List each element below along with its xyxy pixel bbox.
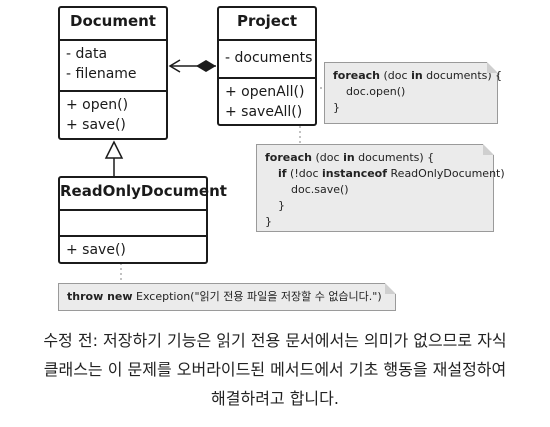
inheritance-triangle [104, 140, 124, 159]
document-methods: + open() + save() [60, 90, 166, 138]
note-saveall-line3: doc.save() [291, 183, 349, 196]
note-openall-line2: doc.open() [346, 85, 406, 98]
project-fields: - documents [219, 39, 315, 77]
readonly-document-class: ReadOnlyDocument + save() [58, 176, 227, 264]
caption-line-1: 수정 전: 저장하기 기능은 읽기 전용 문서에서는 의미가 없으므로 자식 [43, 331, 507, 350]
note-readonly-save: throw new Exception("읽기 전용 파일을 저장할 수 없습니… [58, 283, 396, 311]
note-openall-line3: } [333, 101, 340, 114]
readonly-class-name: ReadOnlyDocument [60, 182, 227, 200]
caption-line-3: 해결하려고 합니다. [211, 389, 339, 408]
document-fields: - data - filename [60, 39, 166, 90]
note-saveall-line1: foreach (doc in documents) { [265, 151, 435, 164]
note-saveall-line4: } [278, 199, 285, 212]
document-method-save: + save() [66, 117, 126, 133]
note-save-line1: throw new Exception("읽기 전용 파일을 저장할 수 없습니… [67, 290, 382, 303]
note-fold-corner [385, 283, 396, 294]
readonly-method-save: + save() [66, 242, 126, 258]
readonly-methods: + save() [60, 235, 206, 263]
note-fold-corner [487, 62, 498, 73]
aggregation-diamond [196, 60, 216, 72]
project-method-openall: + openAll() [225, 84, 305, 100]
note-saveall: foreach (doc in documents) { if (!doc in… [256, 144, 505, 232]
project-methods: + openAll() + saveAll() [219, 77, 315, 125]
note-openall: foreach (doc in documents) { doc.open() … [324, 62, 503, 124]
figure-caption: 수정 전: 저장하기 기능은 읽기 전용 문서에서는 의미가 없으므로 자식 클… [0, 326, 550, 413]
project-method-saveall: + saveAll() [225, 104, 303, 120]
document-method-open: + open() [66, 97, 129, 113]
note-saveall-line2: if (!doc instanceof ReadOnlyDocument) [278, 167, 505, 180]
document-class-name: Document [70, 12, 156, 30]
project-class-name: Project [236, 12, 298, 30]
readonly-fields [60, 209, 206, 235]
document-field-filename: - filename [66, 66, 137, 82]
uml-diagram: Document - data - filename + open() + sa… [58, 6, 505, 311]
note-fold-corner [483, 144, 494, 155]
note-saveall-line5: } [265, 215, 272, 228]
note-openall-line1: foreach (doc in documents) { [333, 69, 503, 82]
project-class: Project - documents + openAll() + saveAl… [217, 6, 317, 126]
document-class: Document - data - filename + open() + sa… [58, 6, 168, 140]
project-field-documents: - documents [225, 50, 313, 66]
document-field-data: - data [66, 46, 108, 62]
caption-line-2: 클래스는 이 문제를 오버라이드된 메서드에서 기초 행동을 재설정하여 [43, 360, 507, 379]
aggregation-arrowhead [168, 59, 181, 73]
